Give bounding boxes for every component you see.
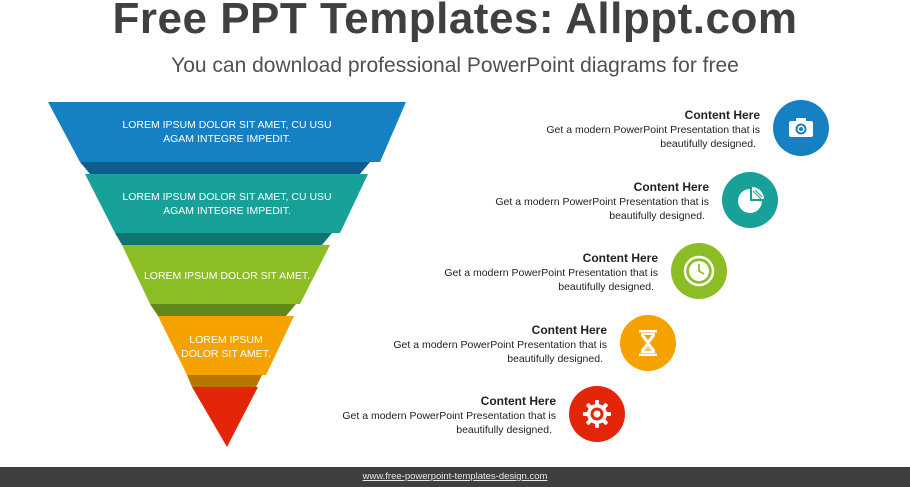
content-item-5: Content Here Get a modern PowerPoint Pre… bbox=[342, 393, 556, 437]
content-heading: Content Here bbox=[582, 251, 658, 265]
content-heading: Content Here bbox=[480, 394, 556, 408]
gear-icon bbox=[569, 386, 625, 442]
funnel-layer-3-label: LOREM IPSUM DOLOR SIT AMET. bbox=[143, 270, 311, 282]
funnel-shade-2 bbox=[115, 233, 332, 245]
clock-icon bbox=[671, 243, 727, 299]
hourglass-icon bbox=[620, 315, 676, 371]
camera-icon bbox=[773, 100, 829, 156]
page-title: Free PPT Templates: Allppt.com bbox=[112, 0, 798, 43]
content-text-line2: beautifully designed. bbox=[507, 353, 603, 365]
funnel-layer-4 bbox=[158, 316, 294, 375]
content-heading: Content Here bbox=[633, 180, 709, 194]
funnel-layer-3 bbox=[122, 245, 330, 304]
funnel-shade-1 bbox=[80, 162, 370, 174]
funnel-layer-1-label: LOREM IPSUM DOLOR SIT AMET, CU USU AGAM … bbox=[122, 119, 332, 145]
funnel-layer-4-label: LOREM IPSUM DOLOR SIT AMET. bbox=[181, 334, 271, 360]
content-heading: Content Here bbox=[531, 323, 607, 337]
content-text-line2: beautifully designed. bbox=[609, 210, 705, 222]
content-item-1: Content Here Get a modern PowerPoint Pre… bbox=[546, 107, 760, 151]
content-text-line2: beautifully designed. bbox=[456, 424, 552, 436]
funnel-layer-2 bbox=[85, 174, 368, 233]
content-heading: Content Here bbox=[684, 108, 760, 122]
content-text-line1: Get a modern PowerPoint Presentation tha… bbox=[342, 410, 556, 422]
content-text-line2: beautifully designed. bbox=[558, 281, 654, 293]
footer-bar: www.free-powerpoint-templates-design.com bbox=[0, 467, 910, 487]
content-text-line1: Get a modern PowerPoint Presentation tha… bbox=[495, 196, 709, 208]
funnel-layer-2-label: LOREM IPSUM DOLOR SIT AMET, CU USU AGAM … bbox=[122, 191, 332, 217]
content-item-3: Content Here Get a modern PowerPoint Pre… bbox=[444, 250, 658, 294]
content-text-line1: Get a modern PowerPoint Presentation tha… bbox=[546, 124, 760, 136]
page-subtitle: You can download professional PowerPoint… bbox=[171, 54, 739, 77]
content-text-line1: Get a modern PowerPoint Presentation tha… bbox=[444, 267, 658, 279]
content-item-2: Content Here Get a modern PowerPoint Pre… bbox=[495, 179, 709, 223]
content-item-4: Content Here Get a modern PowerPoint Pre… bbox=[393, 322, 607, 366]
funnel-layer-5 bbox=[192, 387, 258, 447]
funnel-layer-1 bbox=[48, 102, 406, 162]
pie-chart-icon bbox=[722, 172, 778, 228]
content-text-line2: beautifully designed. bbox=[660, 138, 756, 150]
content-text-line1: Get a modern PowerPoint Presentation tha… bbox=[393, 339, 607, 351]
footer-link[interactable]: www.free-powerpoint-templates-design.com bbox=[362, 471, 548, 482]
funnel-shade-3 bbox=[150, 304, 296, 316]
funnel-shade-4 bbox=[187, 375, 262, 387]
